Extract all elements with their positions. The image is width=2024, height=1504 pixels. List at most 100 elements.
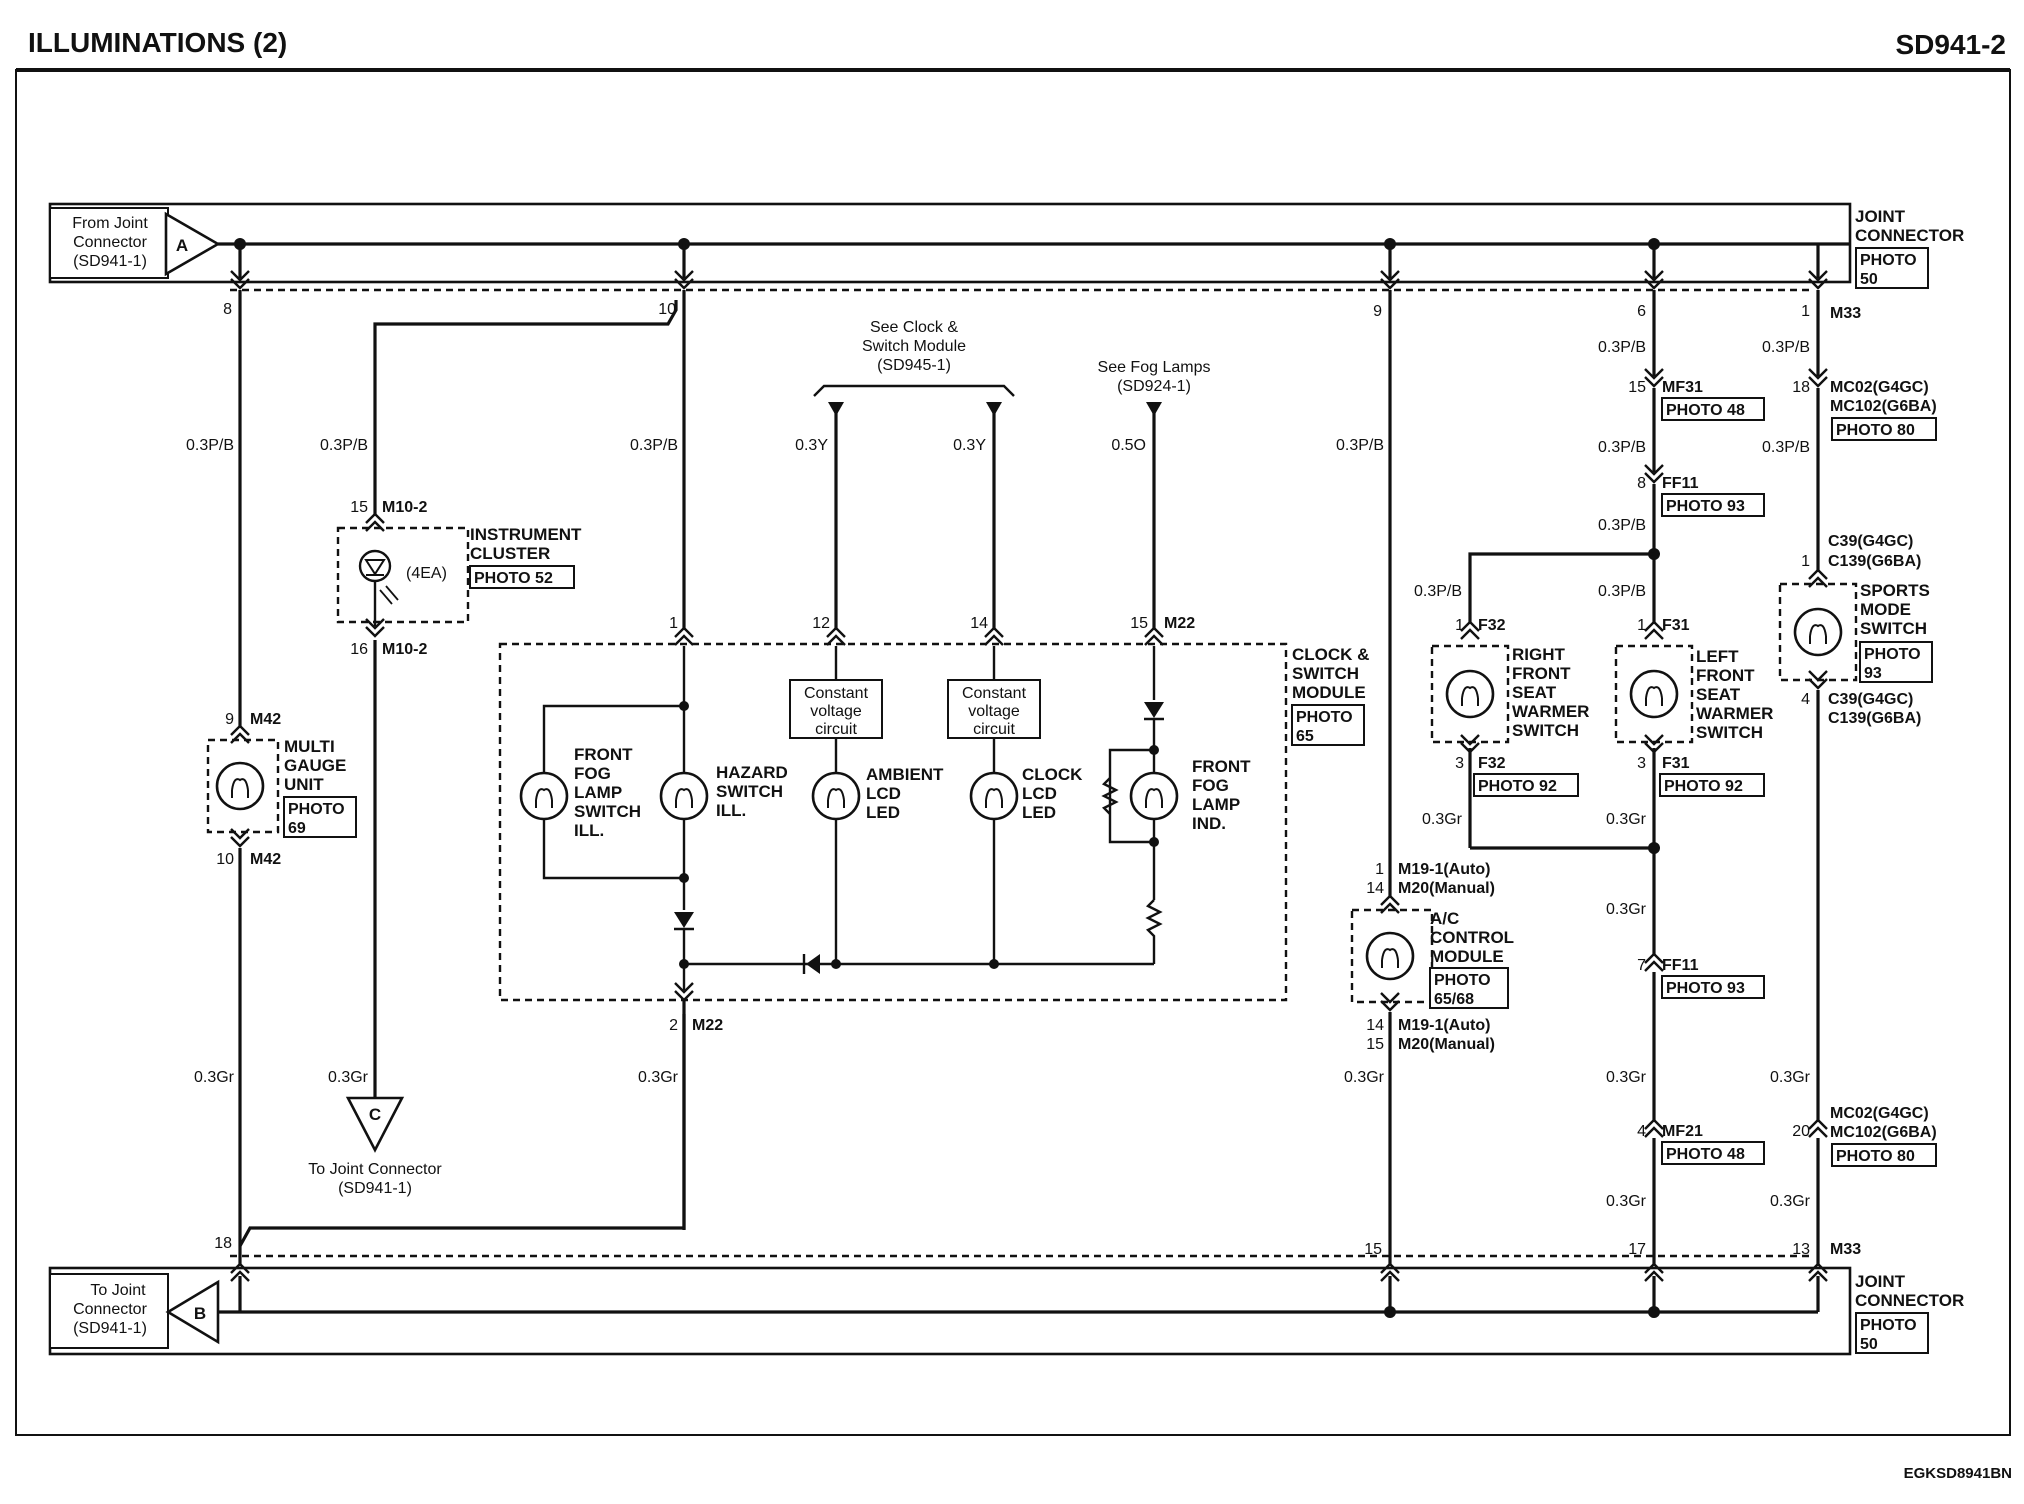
svg-text:PHOTO 93: PHOTO 93 [1666, 980, 1745, 997]
svg-text:M19-1(Auto): M19-1(Auto) [1398, 1017, 1490, 1034]
svg-text:4: 4 [1801, 691, 1810, 708]
svg-text:18: 18 [214, 1235, 232, 1252]
top-pin-labels: 8 10 9 6 1 [223, 301, 1810, 320]
svg-text:MF31: MF31 [1662, 379, 1703, 396]
svg-text:7: 7 [1637, 957, 1646, 974]
svg-text:65/68: 65/68 [1434, 991, 1474, 1008]
svg-text:0.3P/B: 0.3P/B [630, 437, 678, 454]
svg-text:0.3Gr: 0.3Gr [638, 1069, 679, 1086]
svg-text:FF11: FF11 [1662, 957, 1699, 974]
svg-text:69: 69 [288, 820, 306, 837]
svg-text:GAUGE: GAUGE [284, 756, 346, 775]
svg-text:15: 15 [1130, 615, 1148, 632]
svg-text:M10-2: M10-2 [382, 641, 427, 658]
svg-text:FOG: FOG [1192, 776, 1229, 795]
svg-text:PHOTO: PHOTO [1434, 972, 1491, 989]
svg-text:8: 8 [223, 301, 232, 318]
svg-text:WARMER: WARMER [1512, 702, 1589, 721]
svg-text:0.3P/B: 0.3P/B [1598, 517, 1646, 534]
svg-text:M33: M33 [1830, 305, 1861, 322]
svg-text:MC02(G4GC): MC02(G4GC) [1830, 1105, 1929, 1122]
svg-text:FF11: FF11 [1662, 475, 1699, 492]
svg-text:CONNECTOR: CONNECTOR [1855, 226, 1964, 245]
svg-text:Connector: Connector [73, 1301, 147, 1318]
svg-text:M20(Manual): M20(Manual) [1398, 880, 1495, 897]
svg-text:0.5O: 0.5O [1111, 437, 1146, 454]
svg-text:To Joint Connector: To Joint Connector [308, 1161, 442, 1178]
svg-text:0.3Gr: 0.3Gr [194, 1069, 235, 1086]
svg-text:JOINT: JOINT [1855, 207, 1906, 226]
svg-text:SWITCH: SWITCH [1860, 619, 1927, 638]
svg-text:0.3Gr: 0.3Gr [1606, 1069, 1647, 1086]
svg-text:CONTROL: CONTROL [1430, 928, 1514, 947]
svg-text:M33: M33 [1830, 1241, 1861, 1258]
svg-text:1: 1 [1375, 861, 1384, 878]
svg-text:12: 12 [812, 615, 830, 632]
svg-text:PHOTO: PHOTO [1860, 252, 1917, 269]
svg-text:0.3Y: 0.3Y [953, 437, 986, 454]
svg-text:0.3P/B: 0.3P/B [1598, 583, 1646, 600]
svg-text:SWITCH: SWITCH [1512, 721, 1579, 740]
circuit-sports-mode: 0.3P/B 0.3P/B 0.3Gr 0.3Gr 18 MC02(G4GC) … [1762, 290, 1937, 1266]
svg-text:16: 16 [350, 641, 368, 658]
connector-a: From Joint Connector (SD941-1) A [49, 207, 240, 279]
svg-text:14: 14 [1366, 1017, 1384, 1034]
clock-switch-module: 0.3P/B 1 12 14 15 M22 2 M22 0.3Gr CLOCK … [498, 290, 1369, 1230]
svg-text:3: 3 [1637, 755, 1646, 772]
svg-text:1: 1 [1455, 617, 1464, 634]
svg-text:18: 18 [1792, 379, 1810, 396]
svg-text:MODULE: MODULE [1430, 947, 1504, 966]
svg-text:17: 17 [1628, 1241, 1646, 1258]
svg-text:Constant: Constant [804, 685, 869, 702]
svg-text:0.3P/B: 0.3P/B [320, 437, 368, 454]
footer-code: EGKSD8941BN [1904, 1465, 2012, 1482]
svg-text:PHOTO 48: PHOTO 48 [1666, 1146, 1745, 1163]
svg-text:F32: F32 [1478, 755, 1506, 772]
connector-c: C To Joint Connector (SD941-1) [308, 1096, 442, 1197]
svg-text:voltage: voltage [968, 703, 1020, 720]
svg-text:0.3P/B: 0.3P/B [1414, 583, 1462, 600]
svg-text:INSTRUMENT: INSTRUMENT [470, 525, 582, 544]
svg-text:LAMP: LAMP [1192, 795, 1240, 814]
svg-text:93: 93 [1864, 665, 1882, 682]
svg-text:MC102(G6BA): MC102(G6BA) [1830, 1124, 1937, 1141]
svg-text:M22: M22 [692, 1017, 723, 1034]
svg-text:Constant: Constant [962, 685, 1027, 702]
svg-text:IND.: IND. [1192, 814, 1226, 833]
svg-text:PHOTO 80: PHOTO 80 [1836, 422, 1915, 439]
svg-text:LCD: LCD [1022, 784, 1057, 803]
svg-text:(SD945-1): (SD945-1) [877, 357, 951, 374]
svg-text:MULTI: MULTI [284, 737, 335, 756]
svg-text:PHOTO: PHOTO [288, 801, 345, 818]
svg-text:voltage: voltage [810, 703, 862, 720]
svg-text:8: 8 [1637, 475, 1646, 492]
svg-text:A/C: A/C [1430, 909, 1459, 928]
svg-text:SEAT: SEAT [1696, 685, 1741, 704]
svg-text:0.3Gr: 0.3Gr [1770, 1193, 1811, 1210]
svg-text:F32: F32 [1478, 617, 1506, 634]
svg-text:PHOTO: PHOTO [1860, 1317, 1917, 1334]
svg-text:1: 1 [1801, 303, 1810, 320]
svg-text:SWITCH: SWITCH [1292, 664, 1359, 683]
svg-text:HAZARD: HAZARD [716, 763, 788, 782]
svg-text:0.3Gr: 0.3Gr [1422, 811, 1463, 828]
svg-text:2: 2 [669, 1017, 678, 1034]
svg-text:65: 65 [1296, 728, 1314, 745]
svg-text:LAMP: LAMP [574, 783, 622, 802]
svg-text:(4EA): (4EA) [406, 565, 447, 582]
svg-text:JOINT: JOINT [1855, 1272, 1906, 1291]
svg-text:SWITCH: SWITCH [716, 782, 783, 801]
svg-text:15: 15 [1628, 379, 1646, 396]
svg-text:C: C [369, 1105, 381, 1124]
svg-text:A: A [176, 236, 188, 255]
svg-text:WARMER: WARMER [1696, 704, 1773, 723]
svg-text:LED: LED [866, 803, 900, 822]
svg-text:F31: F31 [1662, 755, 1690, 772]
svg-text:CLOCK: CLOCK [1022, 765, 1083, 784]
svg-text:MODULE: MODULE [1292, 683, 1366, 702]
joint-connector-top [48, 202, 1852, 292]
svg-text:14: 14 [1366, 880, 1384, 897]
svg-text:0.3Gr: 0.3Gr [1770, 1069, 1811, 1086]
